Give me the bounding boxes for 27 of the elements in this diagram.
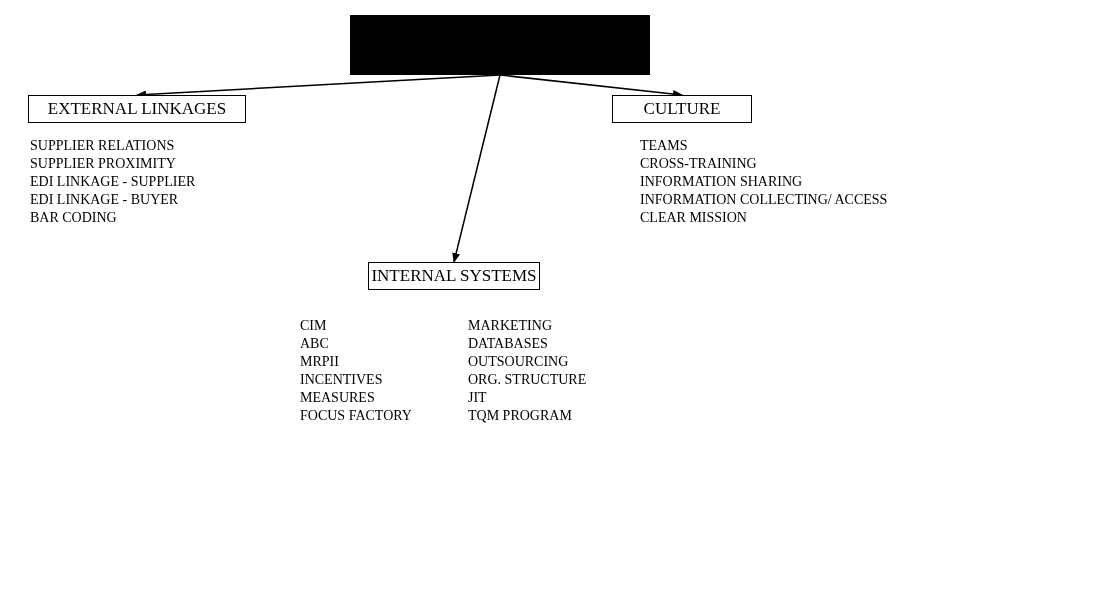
arrow <box>452 74 501 263</box>
list-item: CIM <box>300 317 328 335</box>
list-item: FOCUS FACTORY <box>300 407 413 425</box>
list-item: INFORMATION COLLECTING/ ACCESS <box>640 191 889 209</box>
list-item: BAR CODING <box>30 209 118 227</box>
list-item: EDI LINKAGE - SUPPLIER <box>30 173 197 191</box>
list-item: JIT <box>468 389 488 407</box>
list-item: ORG. STRUCTURE <box>468 371 588 389</box>
list-item: SUPPLIER PROXIMITY <box>30 155 177 173</box>
label-box: EXTERNAL LINKAGES <box>28 95 246 123</box>
list-item: CROSS-TRAINING <box>640 155 758 173</box>
list-item: CLEAR MISSION <box>640 209 748 227</box>
list-item: EDI LINKAGE - BUYER <box>30 191 180 209</box>
list-item: INFORMATION SHARING <box>640 173 804 191</box>
list-item: TEAMS <box>640 137 689 155</box>
list-item: ABC <box>300 335 330 353</box>
list-item: MARKETING <box>468 317 553 335</box>
list-item: TQM PROGRAM <box>468 407 573 425</box>
label-box: CULTURE <box>612 95 752 123</box>
list-item: MRPII <box>300 353 340 371</box>
list-item: SUPPLIER RELATIONS <box>30 137 176 155</box>
list-item: MEASURES <box>300 389 376 407</box>
list-item: OUTSOURCING <box>468 353 570 371</box>
label-box: INTERNAL SYSTEMS <box>368 262 540 290</box>
list-item: DATABASES <box>468 335 549 353</box>
list-item: INCENTIVES <box>300 371 384 389</box>
filled-box <box>350 15 650 75</box>
